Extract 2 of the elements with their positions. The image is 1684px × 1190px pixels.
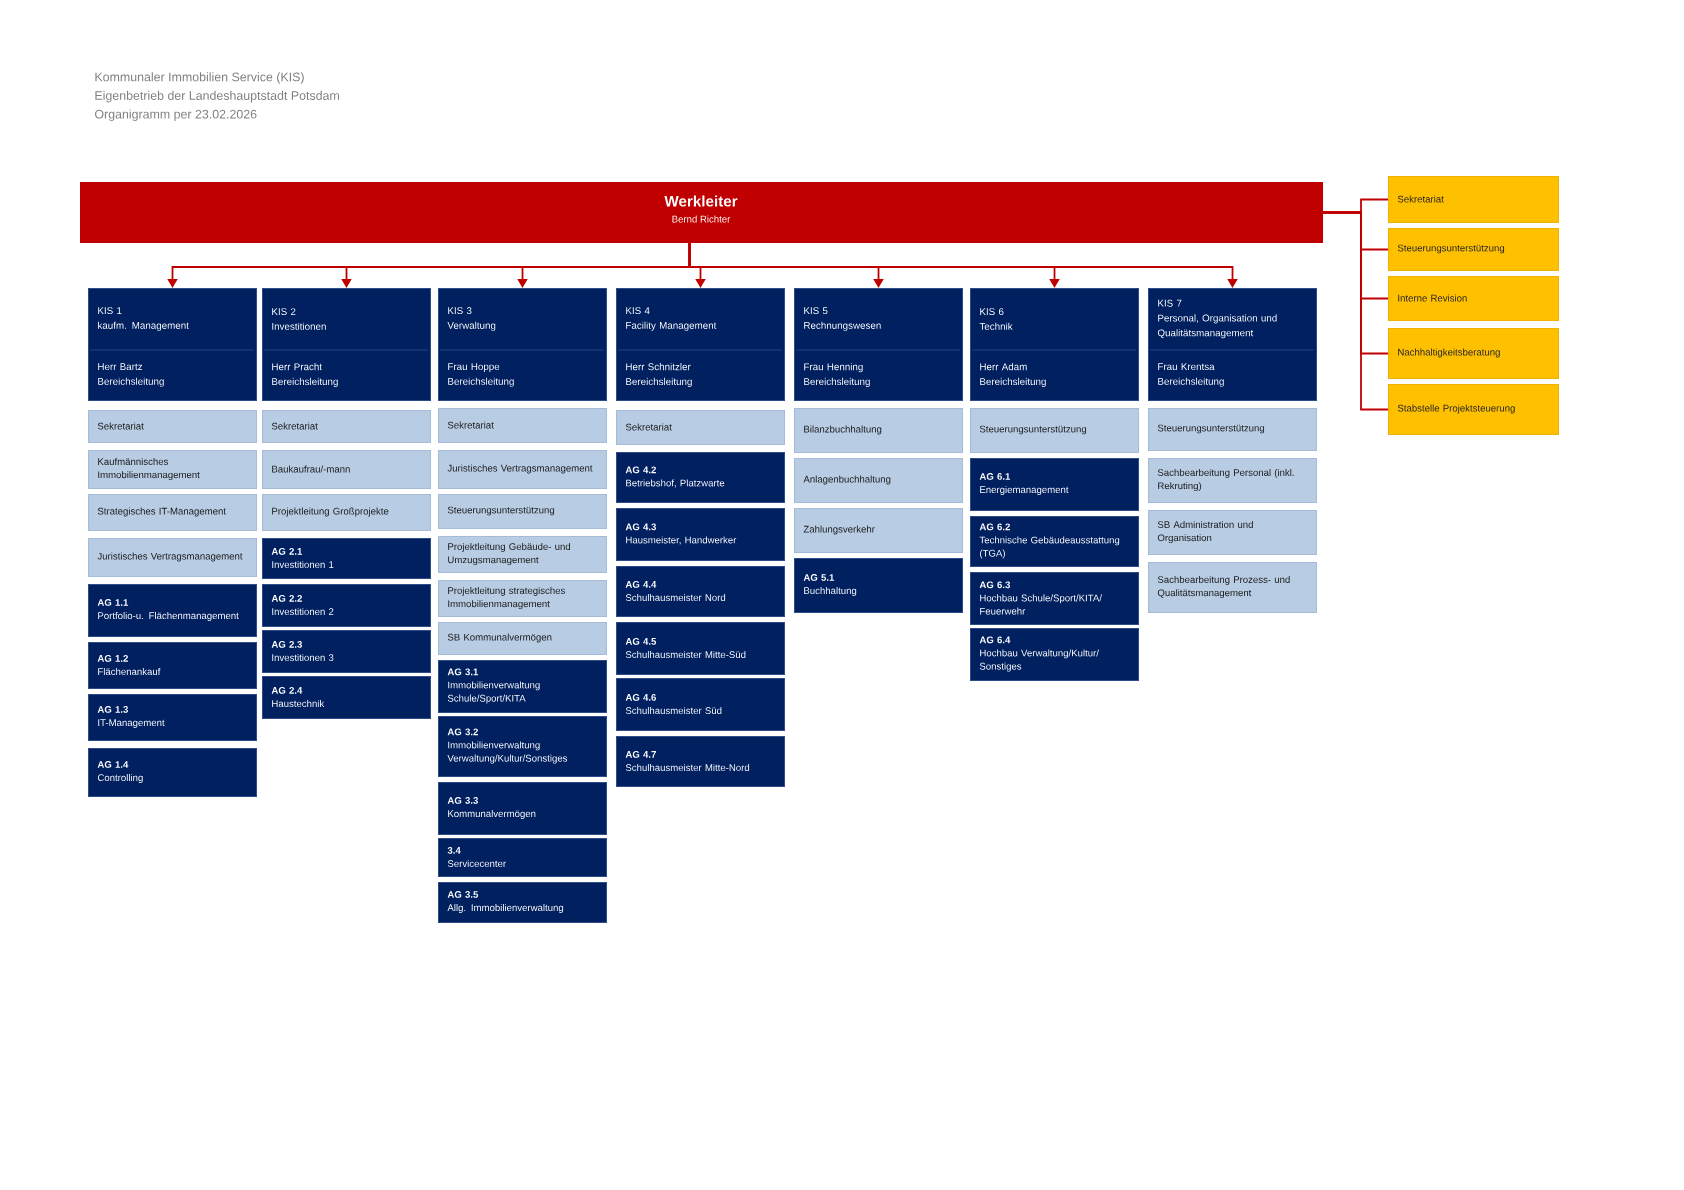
arrow (688, 242, 1238, 288)
connector-line (1322, 211, 1389, 411)
